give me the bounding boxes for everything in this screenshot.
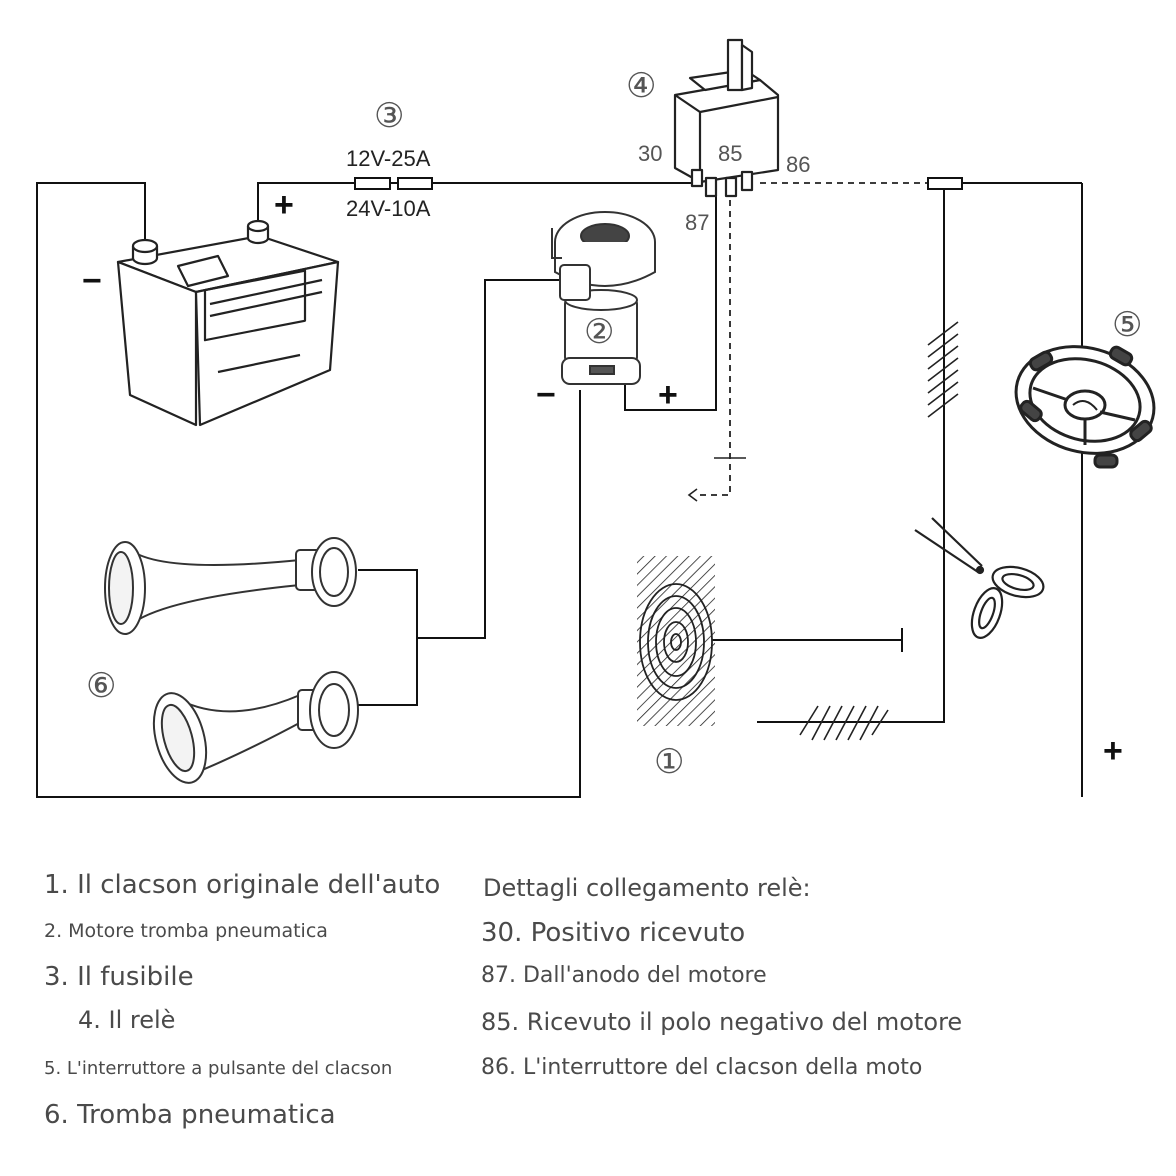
original-horn <box>637 556 715 726</box>
compressor-positive-marker: + <box>658 376 678 414</box>
original-horn-number: ① <box>654 742 685 782</box>
trumpet-upper <box>104 537 357 635</box>
steering-wheel <box>1014 345 1156 469</box>
steering-wheel-number: ⑤ <box>1112 305 1143 345</box>
relay-pin-85: 85 <box>718 141 743 166</box>
battery-positive-marker: + <box>274 186 294 224</box>
trumpet-lower <box>152 671 359 784</box>
relay-pin-30: 30 <box>638 141 663 166</box>
legend-item-2: 2. Motore tromba pneumatica <box>44 920 328 942</box>
relay-pin-87: 87 <box>685 210 710 235</box>
relay-detail-86: 86. L'interruttore del clacson della mot… <box>481 1055 923 1080</box>
fuse-number: ③ <box>374 96 405 136</box>
cut-marks-vertical <box>927 321 959 418</box>
legend-item-6: 6. Tromba pneumatica <box>44 1100 336 1130</box>
scissors <box>914 517 1045 639</box>
relay-detail-30: 30. Positivo ricevuto <box>481 918 746 948</box>
legend-item-4: 4. Il relè <box>78 1006 176 1034</box>
legend-item-5: 5. L'interruttore a pulsante del clacson <box>44 1058 393 1079</box>
compressor <box>551 211 656 385</box>
fuse-symbol <box>354 177 433 190</box>
wiring-diagram <box>36 38 1156 798</box>
wires <box>36 182 1083 798</box>
battery <box>116 219 340 427</box>
fuse-rating-12v: 12V-25A <box>346 146 431 171</box>
right-positive-marker: + <box>1103 732 1123 770</box>
relay-number: ④ <box>626 66 657 106</box>
relay <box>673 38 780 198</box>
relay-detail-85: 85. Ricevuto il polo negativo del motore <box>481 1008 963 1036</box>
relay-pin-86: 86 <box>786 152 811 177</box>
arrow-head <box>687 488 698 502</box>
legend-item-1: 1. Il clacson originale dell'auto <box>44 870 441 900</box>
relay-details-title: Dettagli collegamento relè: <box>483 874 811 902</box>
compressor-number: ② <box>584 312 615 352</box>
compressor-negative-marker: − <box>536 376 556 414</box>
air-horns-number: ⑥ <box>86 666 117 706</box>
dashed-wires <box>695 182 928 496</box>
cut-marks-horizontal <box>799 705 889 741</box>
inline-connector <box>927 177 963 190</box>
legend-item-3: 3. Il fusibile <box>44 962 194 992</box>
fuse-rating-24v: 24V-10A <box>346 196 431 221</box>
battery-negative-marker: − <box>82 262 102 300</box>
relay-detail-87: 87. Dall'anodo del motore <box>481 963 767 988</box>
